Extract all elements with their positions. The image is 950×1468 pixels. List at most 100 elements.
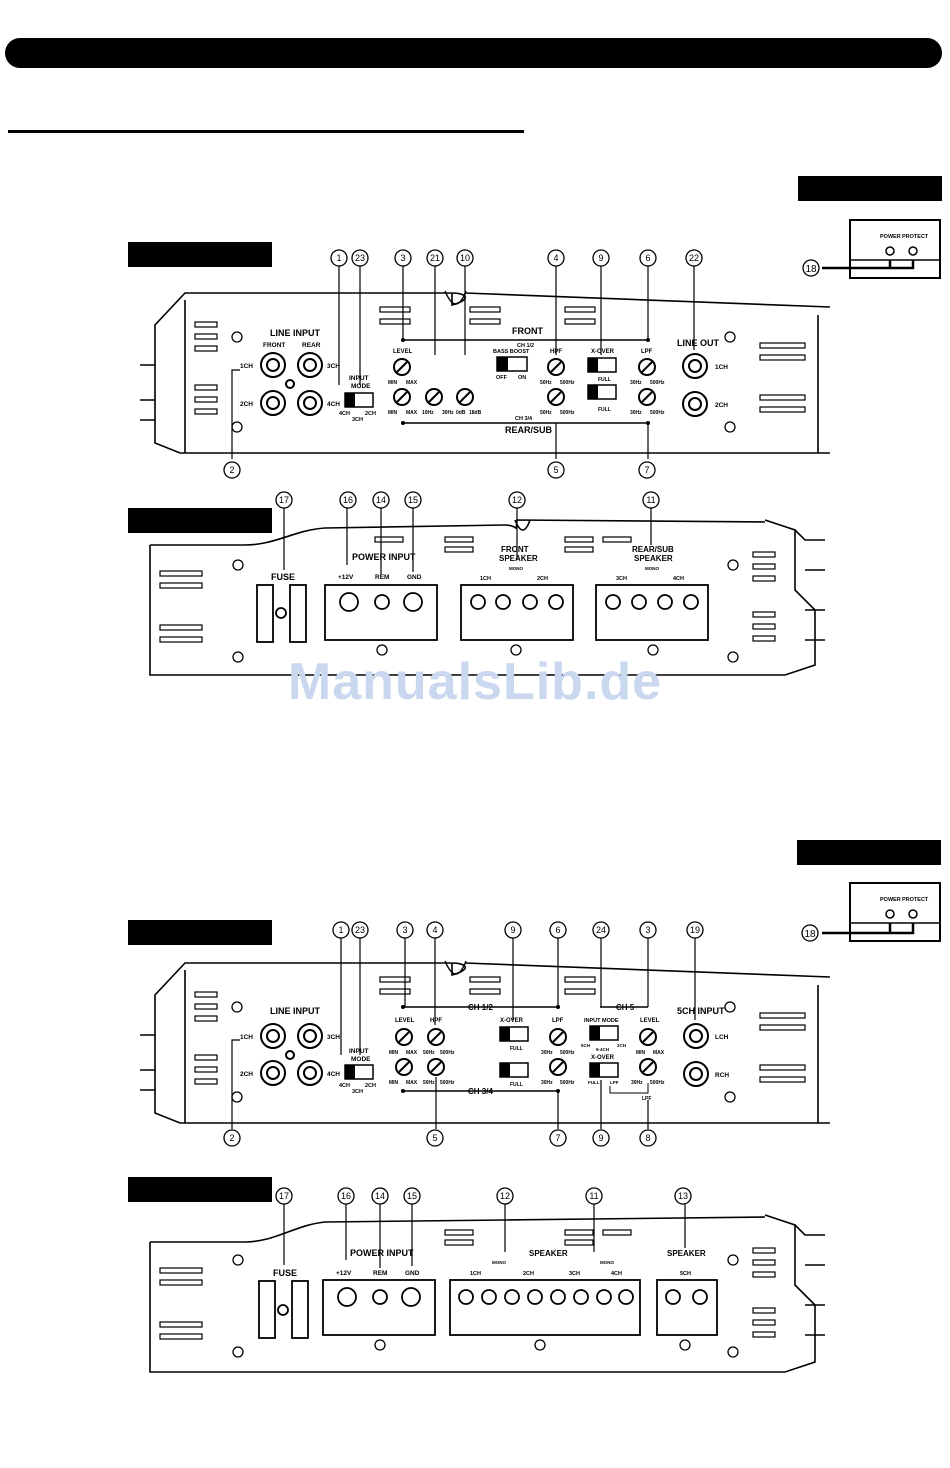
svg-text:REAR/SUB: REAR/SUB bbox=[632, 545, 674, 554]
svg-text:SPEAKER: SPEAKER bbox=[667, 1249, 706, 1258]
power-input-terminal[interactable] bbox=[324, 584, 438, 641]
front-panel-label-bar-b bbox=[128, 920, 272, 945]
svg-text:5: 5 bbox=[553, 465, 558, 475]
front-panel-a: LINE INPUT FRONT REAR 1CH 2CH 3CH 4CH IN… bbox=[140, 265, 830, 459]
svg-text:+12V: +12V bbox=[336, 1270, 352, 1277]
callouts-bottom-a: 2 5 7 bbox=[223, 461, 656, 479]
svg-text:MIN: MIN bbox=[389, 1080, 399, 1086]
svg-text:LPF: LPF bbox=[641, 349, 653, 355]
svg-text:LCH: LCH bbox=[715, 1034, 729, 1041]
svg-text:2CH: 2CH bbox=[240, 1071, 253, 1078]
svg-text:MODE: MODE bbox=[351, 383, 371, 390]
svg-text:6: 6 bbox=[645, 253, 650, 263]
svg-text:2: 2 bbox=[229, 465, 234, 475]
svg-text:1CH: 1CH bbox=[240, 363, 253, 370]
svg-text:4CH: 4CH bbox=[327, 401, 340, 408]
svg-text:SPEAKER: SPEAKER bbox=[529, 1249, 568, 1258]
svg-text:1: 1 bbox=[336, 253, 341, 263]
callouts-bottom-b: 2 5 7 9 8 bbox=[223, 1129, 657, 1147]
svg-text:FRONT: FRONT bbox=[512, 326, 543, 336]
svg-text:MAX: MAX bbox=[653, 1050, 665, 1056]
svg-text:2CH: 2CH bbox=[523, 1271, 534, 1277]
svg-text:10: 10 bbox=[460, 253, 470, 263]
power-input-terminal-b[interactable] bbox=[322, 1279, 436, 1336]
svg-text:CH 1/2: CH 1/2 bbox=[468, 1003, 493, 1012]
svg-text:MAX: MAX bbox=[406, 410, 418, 416]
svg-text:500Hz: 500Hz bbox=[560, 1080, 575, 1086]
svg-text:2CH: 2CH bbox=[365, 1083, 376, 1089]
svg-text:12: 12 bbox=[512, 495, 522, 505]
svg-text:18: 18 bbox=[805, 264, 817, 275]
svg-text:16: 16 bbox=[343, 495, 353, 505]
svg-text:50Hz: 50Hz bbox=[423, 1050, 435, 1056]
svg-text:5CH: 5CH bbox=[581, 1043, 590, 1048]
svg-text:POWER INPUT: POWER INPUT bbox=[350, 1248, 414, 1258]
svg-text:22: 22 bbox=[689, 253, 699, 263]
svg-text:500Hz: 500Hz bbox=[650, 410, 665, 416]
svg-text:21: 21 bbox=[430, 253, 440, 263]
svg-text:MONO: MONO bbox=[645, 566, 659, 571]
svg-text:50Hz: 50Hz bbox=[540, 380, 552, 386]
svg-text:MONO: MONO bbox=[600, 1260, 614, 1265]
svg-text:500Hz: 500Hz bbox=[650, 380, 665, 386]
svg-text:3CH: 3CH bbox=[616, 576, 627, 582]
svg-text:MIN: MIN bbox=[636, 1050, 646, 1056]
callout-18 bbox=[802, 259, 820, 277]
svg-text:3CH: 3CH bbox=[327, 1034, 340, 1041]
svg-text:4: 4 bbox=[432, 925, 437, 935]
svg-text:10Hz: 10Hz bbox=[422, 410, 434, 416]
svg-text:24: 24 bbox=[596, 925, 606, 935]
svg-text:MONO: MONO bbox=[492, 1260, 506, 1265]
svg-text:2CH: 2CH bbox=[240, 401, 253, 408]
svg-text:MAX: MAX bbox=[406, 1080, 418, 1086]
watermark: ManualsLib.de bbox=[287, 653, 663, 711]
svg-text:5: 5 bbox=[432, 1133, 437, 1143]
svg-text:18: 18 bbox=[804, 929, 816, 940]
svg-text:5-4CH: 5-4CH bbox=[596, 1047, 609, 1052]
svg-text:PROTECT: PROTECT bbox=[902, 897, 929, 903]
svg-text:5CH INPUT: 5CH INPUT bbox=[677, 1006, 725, 1016]
svg-text:X-OVER: X-OVER bbox=[591, 349, 615, 355]
speaker-terminal-5ch[interactable] bbox=[656, 1279, 718, 1336]
indicator-panel-b: POWER PROTECT 18 bbox=[801, 882, 941, 942]
svg-text:ON: ON bbox=[518, 375, 526, 381]
svg-text:14: 14 bbox=[375, 1191, 385, 1201]
svg-text:X-OVER: X-OVER bbox=[500, 1018, 524, 1024]
svg-text:MIN: MIN bbox=[388, 380, 398, 386]
svg-text:2CH: 2CH bbox=[617, 1043, 626, 1048]
svg-text:7: 7 bbox=[644, 465, 649, 475]
svg-text:FUSE: FUSE bbox=[273, 1268, 297, 1278]
svg-text:SPEAKER: SPEAKER bbox=[634, 554, 673, 563]
svg-text:CH 5: CH 5 bbox=[616, 1003, 635, 1012]
speaker-terminal-4ch[interactable] bbox=[449, 1279, 641, 1336]
svg-text:GND: GND bbox=[407, 574, 422, 581]
indicator-label-bar-a bbox=[798, 176, 942, 201]
svg-text:MONO: MONO bbox=[509, 566, 523, 571]
svg-text:2CH: 2CH bbox=[365, 411, 376, 417]
svg-text:500Hz: 500Hz bbox=[440, 1080, 455, 1086]
svg-text:2: 2 bbox=[229, 1133, 234, 1143]
svg-text:FULL: FULL bbox=[598, 377, 611, 383]
line-input-label: LINE INPUT bbox=[270, 328, 321, 338]
svg-text:3CH: 3CH bbox=[327, 363, 340, 370]
svg-text:7: 7 bbox=[555, 1133, 560, 1143]
svg-text:MIN: MIN bbox=[389, 1050, 399, 1056]
svg-text:REAR/SUB: REAR/SUB bbox=[505, 425, 553, 435]
svg-text:14: 14 bbox=[376, 495, 386, 505]
svg-text:FULL: FULL bbox=[510, 1046, 523, 1052]
front-speaker-terminal[interactable] bbox=[460, 584, 574, 641]
svg-text:1CH: 1CH bbox=[240, 1034, 253, 1041]
svg-text:3CH: 3CH bbox=[352, 417, 363, 423]
svg-text:500Hz: 500Hz bbox=[440, 1050, 455, 1056]
svg-text:MAX: MAX bbox=[406, 380, 418, 386]
svg-text:MIN: MIN bbox=[388, 410, 398, 416]
front-panel-b: LINE INPUT 1CH 2CH 3CH 4CH INPUT MODE 4C… bbox=[140, 937, 830, 1129]
rear-speaker-terminal[interactable] bbox=[595, 584, 709, 641]
svg-text:50Hz: 50Hz bbox=[423, 1080, 435, 1086]
svg-text:POWER INPUT: POWER INPUT bbox=[352, 552, 416, 562]
svg-text:11: 11 bbox=[589, 1191, 598, 1201]
svg-text:3CH: 3CH bbox=[352, 1089, 363, 1095]
svg-text:30Hz: 30Hz bbox=[630, 380, 642, 386]
callouts-top-b: 1 23 3 4 9 6 24 3 19 bbox=[332, 921, 704, 939]
svg-text:30Hz: 30Hz bbox=[442, 410, 454, 416]
